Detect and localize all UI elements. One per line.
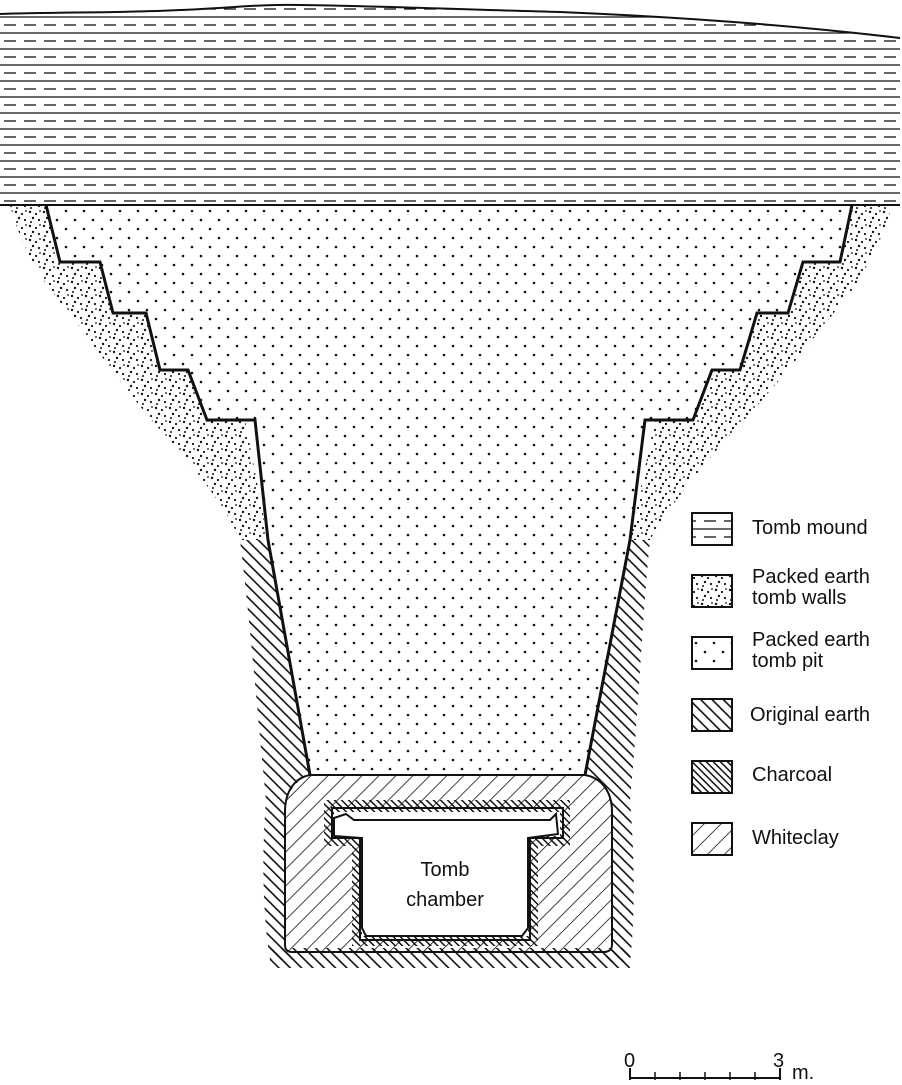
- tomb-pit-fill: [46, 205, 852, 775]
- tomb-wall-right: [630, 205, 892, 540]
- original-earth-left: [240, 540, 310, 960]
- legend-label-tomb-mound: Tomb mound: [752, 517, 868, 539]
- legend-swatch-packed-pit: [691, 636, 733, 670]
- tomb-chamber: [333, 811, 560, 937]
- original-earth-right: [585, 540, 650, 962]
- tomb-wall-left: [10, 205, 268, 540]
- scale-bar: [629, 1068, 781, 1080]
- legend-swatch-tomb-mound: [691, 512, 733, 546]
- legend: [691, 512, 733, 856]
- scale-end-label: 3: [773, 1050, 785, 1072]
- pit-outline-left: [44, 204, 312, 776]
- legend-label-packed-pit: Packed earth tomb pit: [752, 629, 870, 672]
- legend-label-charcoal: Charcoal: [752, 764, 833, 786]
- legend-label-packed-walls: Packed earth tomb walls: [752, 566, 870, 609]
- scale-unit-label: m.: [792, 1062, 815, 1084]
- legend-label-original-earth: Original earth: [750, 704, 871, 726]
- scale-start-label: 0: [624, 1050, 636, 1072]
- tomb-chamber-label: Tomb chamber: [406, 859, 484, 911]
- tomb-mound-layer: [0, 4, 900, 205]
- legend-swatch-original-earth: [691, 698, 733, 732]
- pit-outline-right: [583, 204, 854, 776]
- legend-label-whiteclay: Whiteclay: [752, 827, 839, 849]
- tomb-mound-top-edge: [0, 3, 901, 39]
- legend-swatch-packed-walls: [691, 574, 733, 608]
- legend-swatch-whiteclay: [691, 822, 733, 856]
- legend-swatch-charcoal: [691, 760, 733, 794]
